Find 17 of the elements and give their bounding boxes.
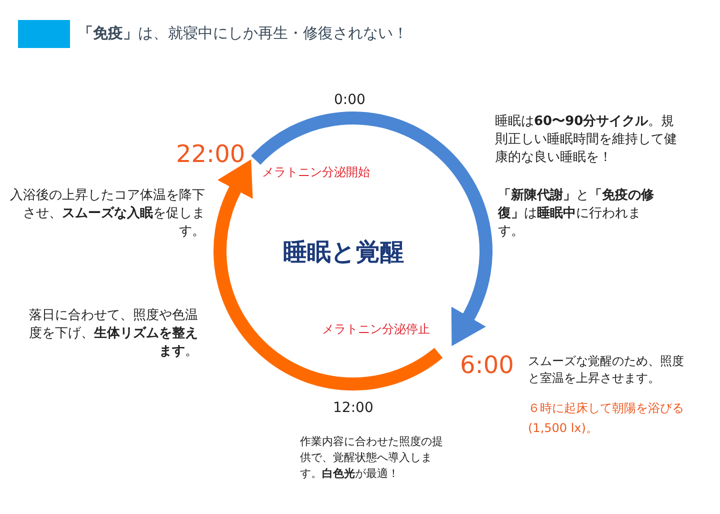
description-text: 睡眠は60〜90分サイクル。規則正しい睡眠時間を維持して健康的な良い睡眠を！ [495, 113, 678, 167]
description-text: スムーズな覚醒のため、照度と室温を上昇させます。 [528, 353, 685, 387]
description-text: 入浴後の上昇したコア体温を降下させ、スムーズな入眠を促します。 [10, 187, 205, 241]
description-text: 「新陳代謝」と「免疫の修復」は睡眠中に行われます。 [498, 187, 655, 241]
time-label: 12:00 [333, 399, 374, 418]
center-title: 睡眠と覚醒 [283, 237, 404, 268]
annotation-text: メラトニン分泌開始 [262, 164, 370, 181]
heading: 「免疫」は、就寝中にしか再生・修復されない！ [78, 23, 408, 44]
annotation-text: メラトニン分泌停止 [322, 321, 430, 338]
cycle-arrow [214, 158, 442, 390]
description-text: 落日に合わせて、照度や色温度を下げ、生体リズムを整えます。 [28, 307, 198, 361]
cycle-arrow [251, 112, 492, 348]
time-label: 6:00 [460, 347, 514, 383]
note-text: ６時に起床して朝陽を浴びる (1,500 lx)。 [528, 400, 685, 437]
time-label: 22:00 [176, 136, 246, 172]
time-label: 0:00 [334, 91, 366, 110]
description-text: 作業内容に合わせた照度の提供で、覚醒状態へ導入します。白色光が最適！ [300, 434, 444, 482]
